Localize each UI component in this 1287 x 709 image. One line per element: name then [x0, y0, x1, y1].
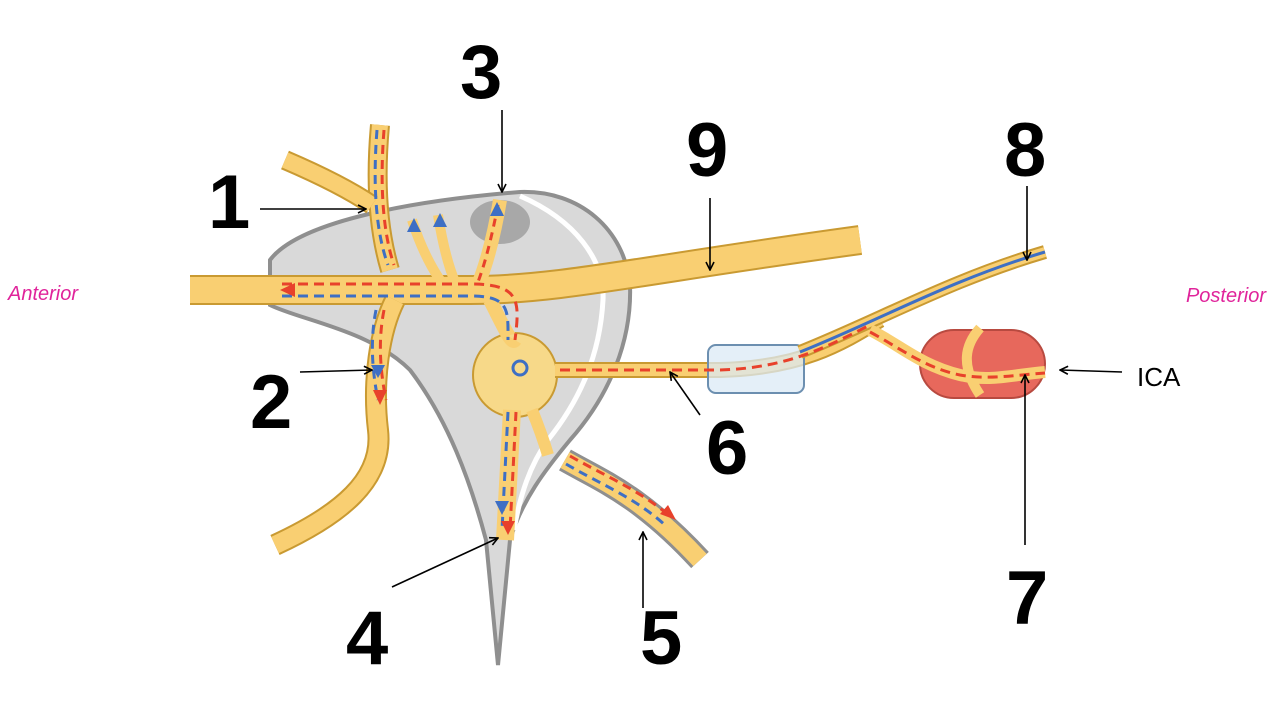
label-3: 3: [460, 30, 502, 115]
arrow-4: [391, 538, 498, 588]
leader-arrows: [260, 110, 1123, 608]
posterior-label: Posterior: [1186, 285, 1267, 307]
label-7: 7: [1006, 556, 1048, 641]
label-4: 4: [346, 596, 388, 681]
label-5: 5: [640, 596, 682, 681]
ica-label: ICA: [1137, 362, 1181, 392]
label-8: 8: [1004, 108, 1046, 193]
fossa-inner-wall: [511, 193, 606, 531]
label-2: 2: [250, 360, 292, 445]
fossa-capsule: [268, 189, 633, 666]
arrow-ica: [1060, 370, 1123, 372]
anterior-label: Anterior: [7, 283, 79, 305]
arrow-2: [299, 370, 372, 372]
fiber-arrowheads: [280, 202, 676, 535]
autonomic-fiber-dashes: [282, 129, 1046, 531]
label-9: 9: [686, 108, 728, 193]
label-6: 6: [706, 406, 748, 491]
number-labels: 1 2 3 4 5 6 7 8 9: [208, 30, 1048, 681]
label-1: 1: [208, 160, 250, 245]
palatine-nerve: [496, 409, 521, 541]
arrow-6: [670, 372, 701, 416]
